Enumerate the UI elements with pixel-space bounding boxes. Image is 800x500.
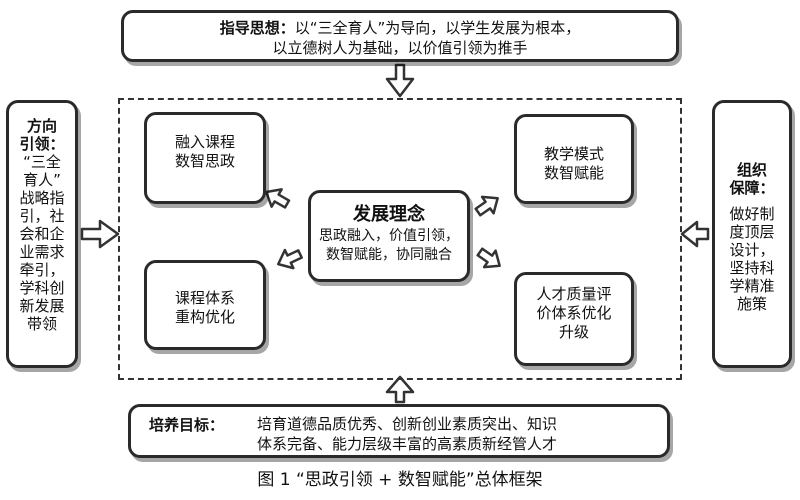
module-line: 人才质量评: [536, 285, 612, 303]
module-top-left: 融入课程 数智思政: [144, 112, 266, 204]
goal-label: 培养目标：: [149, 416, 225, 434]
up-arrow: [385, 375, 415, 404]
guiding-ideology-box: 指导思想：以“三全育人”为导向，以学生发展为根本， 以立德树人为基础，以价值引领…: [121, 10, 679, 62]
guarantee-line: 设计，: [729, 241, 775, 259]
module-line: 重构优化: [174, 308, 235, 326]
module-line: 数智思政: [174, 152, 235, 170]
direction-title-2: 引领：: [19, 135, 65, 153]
organizational-guarantee-box: 组织 保障： 做好制 度顶层 设计， 坚持科 学精准 施策: [712, 100, 792, 368]
guiding-line-1: 指导思想：以“三全育人”为导向，以学生发展为根本，: [124, 18, 676, 38]
right-arrow: [80, 219, 120, 249]
direction-line: 引，社: [19, 207, 65, 225]
down-arrow: [385, 63, 415, 98]
module-line: 数智赋能: [543, 164, 604, 182]
goal-line-2: 体系完备、能力层级丰富的高素质新经管人才: [257, 435, 558, 453]
module-bottom-left: 课程体系 重构优化: [144, 260, 266, 350]
left-arrow: [680, 220, 710, 248]
development-framework-area: [118, 98, 682, 380]
module-line: 升级: [558, 323, 589, 341]
guarantee-line: 坚持科: [729, 259, 775, 277]
module-line: 教学模式: [543, 145, 604, 163]
direction-line: 业需求: [19, 243, 65, 261]
guarantee-line: 施策: [736, 295, 767, 313]
guiding-separator: ：: [279, 19, 295, 37]
module-top-right: 教学模式 数智赋能: [514, 114, 634, 204]
development-concept-box: 发展理念 思政融入，价值引领， 数智赋能，协同融合: [308, 190, 470, 282]
training-goal-box: 培养目标： 培育道德品质优秀、创新创业素质突出、知识 体系完备、能力层级丰富的高…: [128, 404, 670, 458]
module-line: 融入课程: [174, 133, 235, 151]
direction-line: “三全: [23, 153, 61, 171]
guiding-text-2: 以立德树人为基础，以价值引领为推手: [272, 39, 528, 57]
direction-box: 方向 引领： “三全 育人” 战略指 引，社 会和企 业需求 牵引， 学科创 新…: [6, 100, 78, 368]
guarantee-line: 学精准: [729, 277, 775, 295]
guarantee-title-2: 保障：: [729, 179, 775, 197]
direction-line: 带领: [26, 315, 57, 333]
figure-caption: 图 1 “思政引领 + 数智赋能”总体框架: [257, 470, 543, 490]
direction-line: 学科创: [19, 279, 65, 297]
guiding-label: 指导思想: [219, 19, 280, 37]
center-line: 思政融入，价值引领，: [319, 228, 459, 244]
direction-title-1: 方向: [26, 117, 57, 135]
module-line: 课程体系: [174, 289, 235, 307]
center-line: 数智赋能，协同融合: [326, 247, 452, 263]
module-line: 价体系优化: [536, 304, 612, 322]
guarantee-title-1: 组织: [736, 161, 767, 179]
goal-line-1: 培育道德品质优秀、创新创业素质突出、知识: [257, 415, 558, 433]
direction-line: 战略指: [19, 189, 65, 207]
guarantee-line: 度顶层: [729, 223, 775, 241]
guiding-text-1: 以“三全育人”为导向，以学生发展为根本，: [294, 19, 581, 37]
direction-line: 育人”: [23, 171, 61, 189]
direction-line: 会和企: [19, 225, 65, 243]
direction-line: 新发展: [19, 297, 65, 315]
goal-text: 培育道德品质优秀、创新创业素质突出、知识 体系完备、能力层级丰富的高素质新经管人…: [257, 414, 557, 454]
center-title: 发展理念: [353, 204, 425, 225]
direction-line: 牵引，: [19, 261, 65, 279]
module-bottom-right: 人才质量评 价体系优化 升级: [514, 272, 634, 366]
guarantee-line: 做好制: [729, 205, 775, 223]
